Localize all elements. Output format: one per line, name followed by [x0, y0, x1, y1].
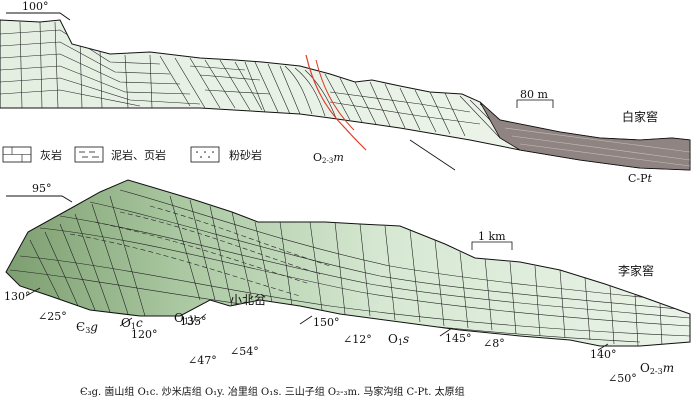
- bottom-direction: 95°: [32, 182, 52, 195]
- attitude-label: 130°: [4, 290, 31, 303]
- top-scale-label: 80 m: [520, 88, 548, 101]
- attitude-label: ∠25°: [38, 310, 67, 323]
- attitude-label: ∠54°: [230, 345, 259, 358]
- bottom-place-label-1: 李家窖: [618, 263, 654, 278]
- attitude-labels: 130° ∠25° 120° 135° ∠47° ∠54° 150° ∠12° …: [4, 290, 637, 385]
- top-scale-bar: [516, 99, 554, 108]
- bottom-place-label-2: 小北岔: [230, 293, 266, 307]
- attitude-label: 140°: [590, 348, 617, 361]
- legend-mudstone-label: 泥岩、页岩: [111, 148, 166, 162]
- unit-label: O1c: [121, 316, 143, 331]
- unit-label: Є3g: [76, 320, 98, 335]
- top-cp-bedding: [504, 127, 691, 167]
- dip-markers: [25, 287, 609, 351]
- legend-siltstone: 粉砂岩: [190, 146, 262, 163]
- top-contact-line: [409, 139, 456, 171]
- fault-line-1: [305, 54, 367, 151]
- top-place-label: 白家窖: [622, 109, 658, 124]
- bottom-section-body: [5, 179, 691, 347]
- attitude-label: 120°: [131, 328, 158, 341]
- legend-siltstone-label: 粉砂岩: [229, 148, 262, 162]
- bottom-scale-label: 1 km: [478, 230, 506, 243]
- caption: Є₃g. 崮山组 O₁c. 炒米店组 O₁y. 冶里组 O₁s. 三山子组 O₂…: [80, 385, 465, 398]
- attitude-label: ∠12°: [343, 333, 372, 346]
- top-unit-om: O2-3m: [313, 151, 344, 165]
- attitude-label: ∠8°: [483, 337, 505, 350]
- fault-line-2: [315, 59, 355, 131]
- attitude-label: ∠50°: [608, 372, 637, 385]
- top-direction: 100°: [22, 0, 49, 13]
- legend-limestone-label: 灰岩: [40, 148, 62, 162]
- bottom-section: 95° 1 km 李家窖 小北岔 130°: [4, 179, 691, 385]
- top-unit-cpt: C-Pt: [628, 172, 653, 185]
- attitude-label: 150°: [313, 316, 340, 329]
- bottom-scale-bar: [471, 241, 513, 250]
- top-section: 100°: [0, 0, 691, 185]
- unit-label: O2-3m: [640, 361, 674, 376]
- legend-limestone: 灰岩: [2, 146, 62, 163]
- attitude-label: 135°: [180, 315, 207, 328]
- bottom-direction-arrow: [6, 195, 73, 203]
- top-section-bedding: [0, 21, 526, 145]
- top-direction-arrow: [6, 12, 71, 21]
- legend: 灰岩 泥岩、页岩 粉砂岩: [2, 146, 262, 163]
- unit-label: O1s: [388, 332, 409, 347]
- unit-label: O1y: [174, 311, 196, 326]
- top-cp-unit: [479, 101, 691, 171]
- attitude-label: ∠47°: [188, 354, 217, 367]
- legend-mudstone-shale: 泥岩、页岩: [74, 146, 166, 163]
- attitude-label: 145°: [445, 332, 472, 345]
- unit-labels: Є3g O1c O1y O1s O2-3m: [76, 311, 674, 376]
